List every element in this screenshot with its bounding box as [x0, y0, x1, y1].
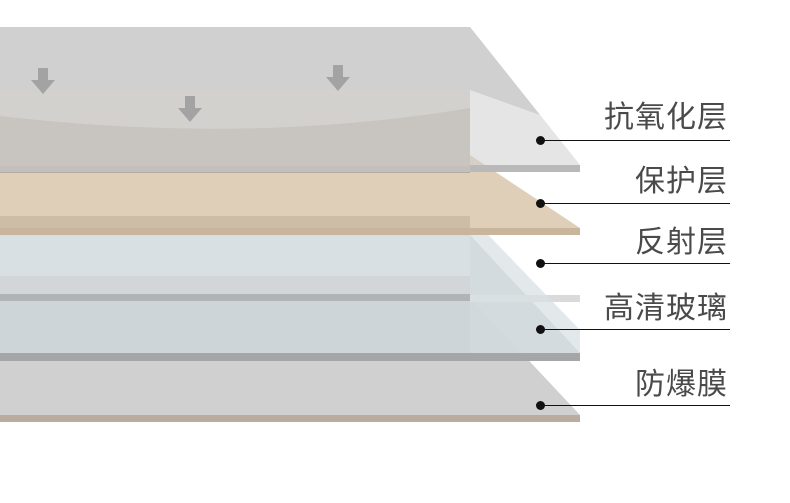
leader-line — [540, 203, 730, 204]
label-explosion-proof-film: 防爆膜 — [635, 367, 728, 402]
leader-dot — [536, 325, 545, 334]
pressure-arrows — [31, 65, 350, 122]
layer-reflective — [0, 216, 580, 353]
label-anti-oxidation: 抗氧化层 — [604, 100, 728, 135]
leader-line — [540, 140, 730, 141]
label-hd-glass: 高清玻璃 — [604, 291, 728, 326]
label-protective: 保护层 — [635, 164, 728, 199]
leader-dot — [536, 259, 545, 268]
leader-dot — [536, 199, 545, 208]
layer-anti-oxidation — [0, 27, 580, 173]
leader-line — [540, 329, 730, 330]
label-reflective: 反射层 — [635, 225, 728, 260]
arrow-down-icon — [31, 68, 55, 94]
arrow-down-icon — [326, 65, 350, 91]
leader-dot — [536, 401, 545, 410]
leader-line — [540, 405, 730, 406]
leader-line — [540, 263, 730, 264]
leader-dot — [536, 136, 545, 145]
layer-protective — [0, 155, 580, 235]
arrow-down-icon — [178, 96, 202, 122]
